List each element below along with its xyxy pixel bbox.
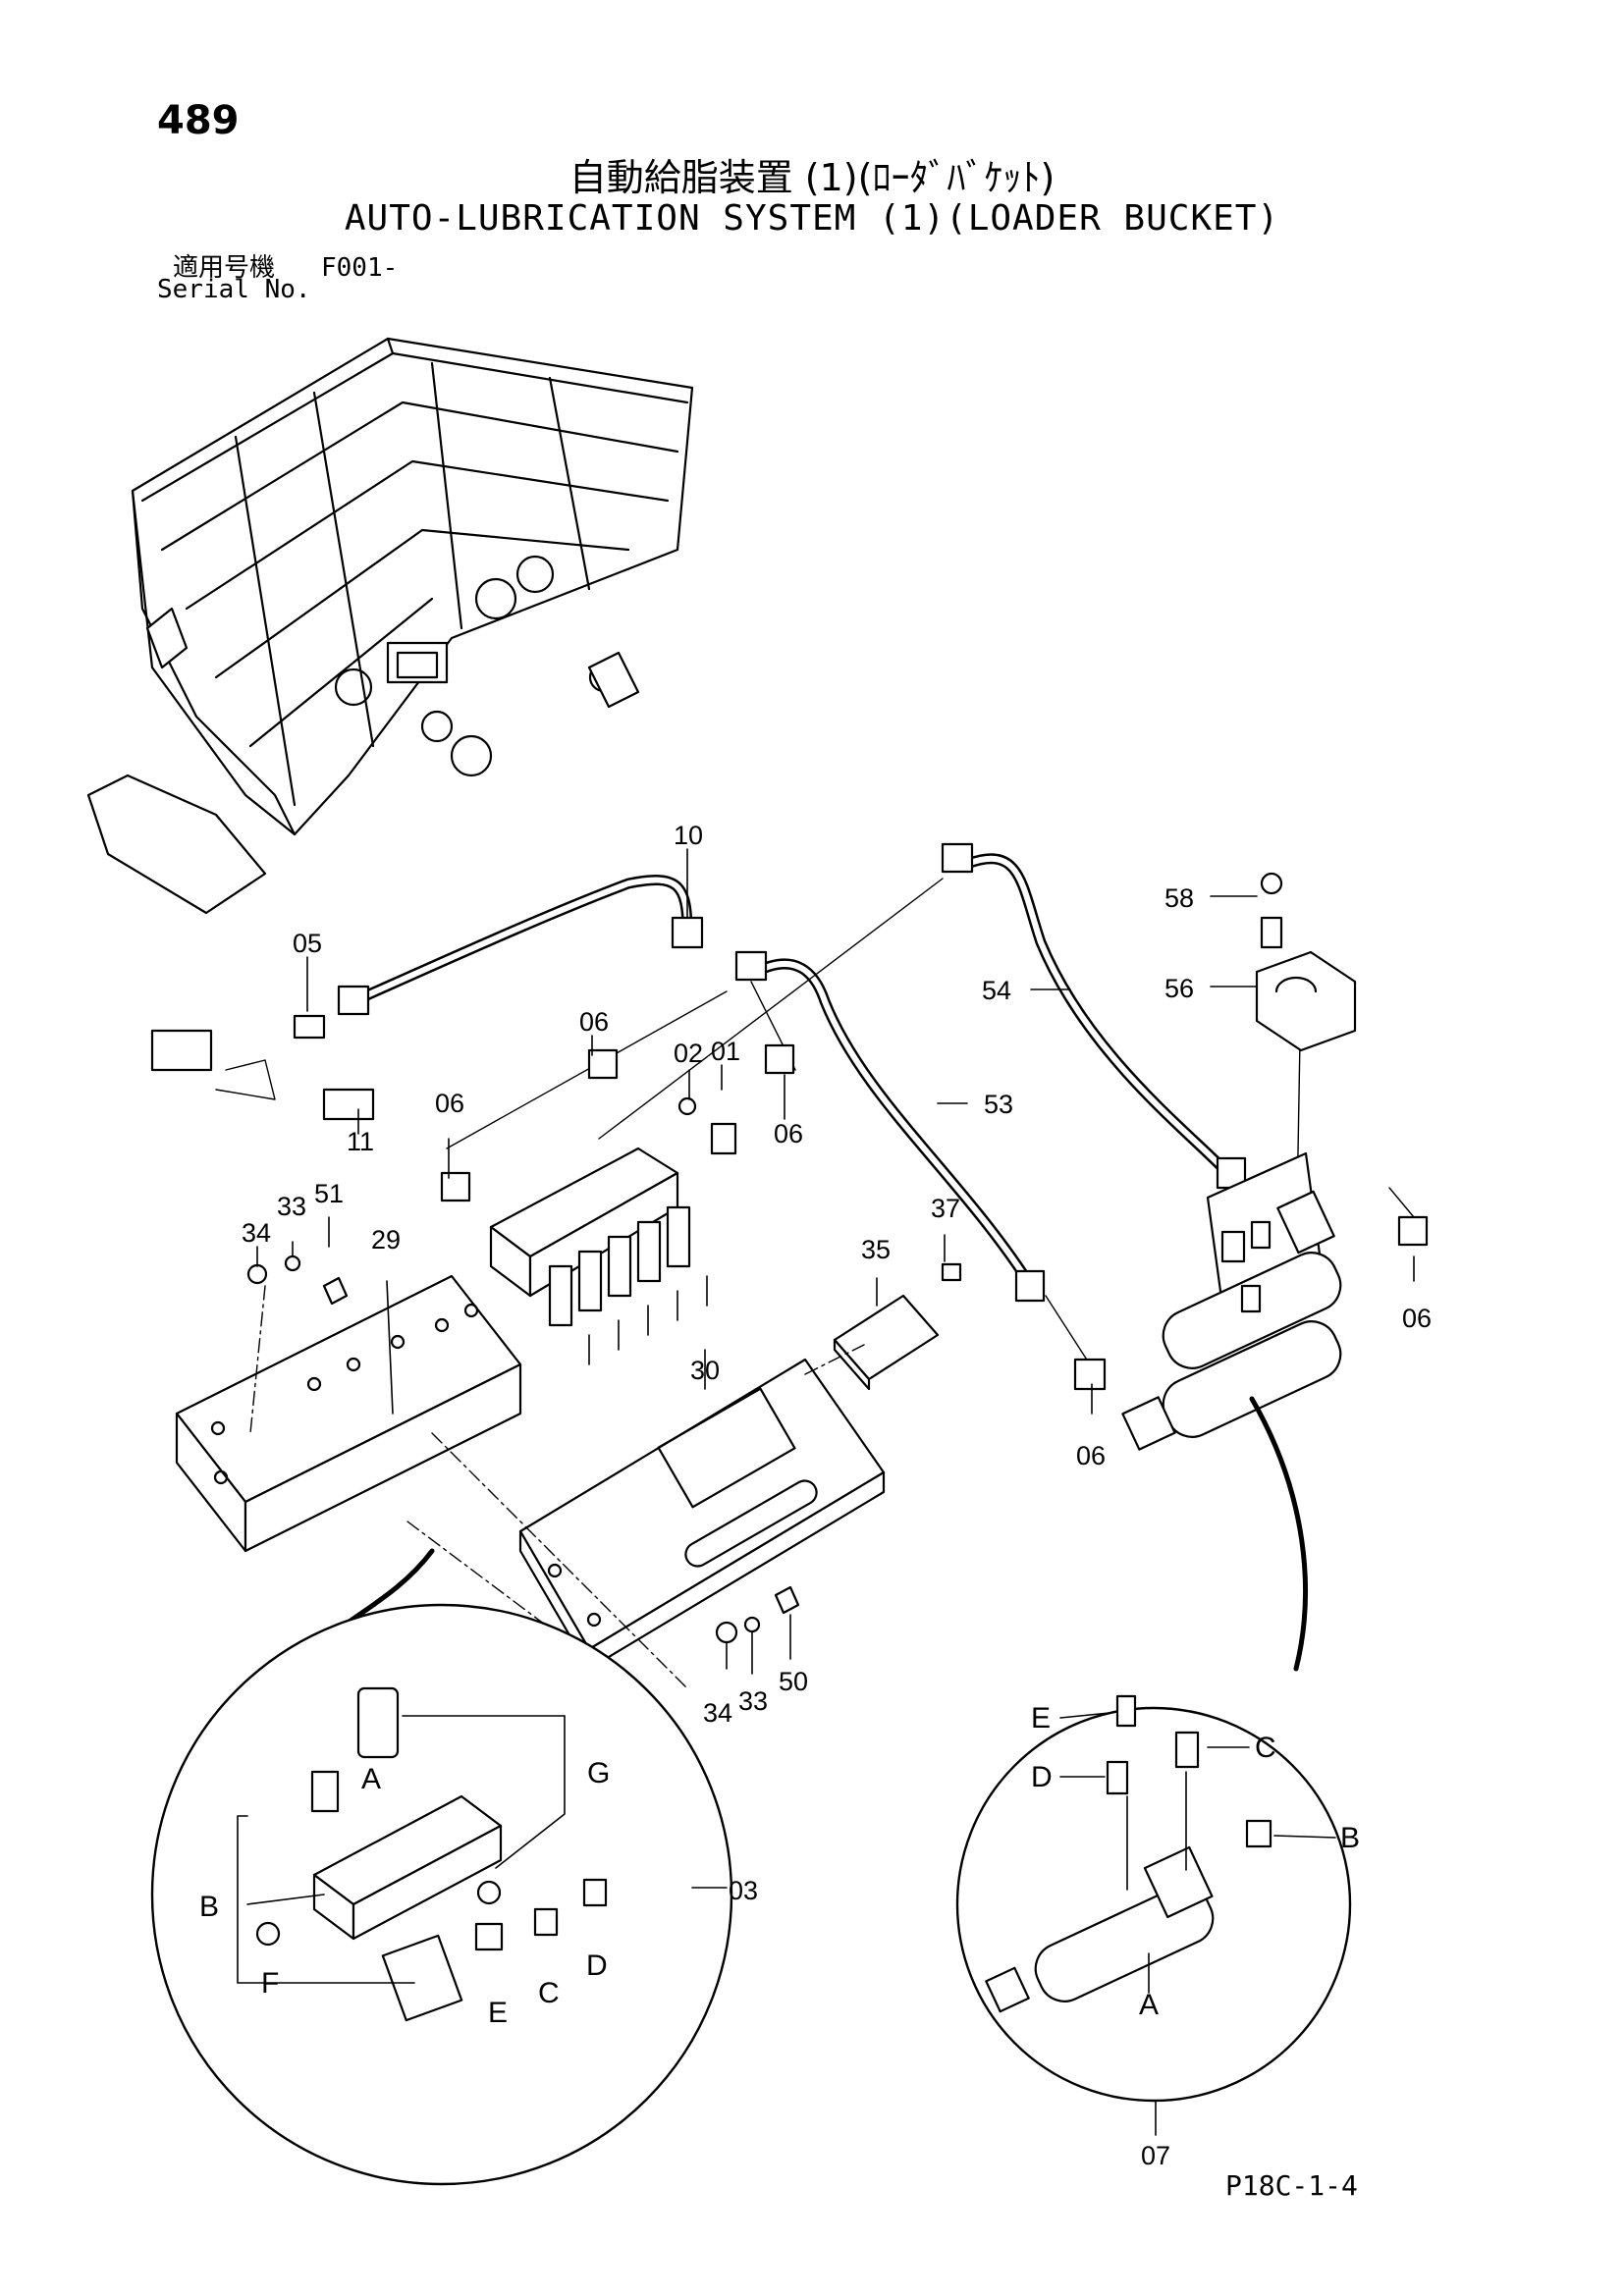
page-code: P18C-1-4 [1225, 2169, 1358, 2202]
part-number-labels: 05 10 11 06 06 01 02 06 53 54 58 56 06 0… [242, 821, 1432, 2170]
detail-left-B: B [199, 1891, 219, 1923]
hose-54 [734, 950, 1046, 1303]
title-japanese: 自動給脂装置 (1)(ﾛｰﾀﾞﾊﾞｹｯﾄ) [568, 156, 1056, 199]
detail-circle-07 [955, 1694, 1352, 2103]
label-53: 53 [984, 1090, 1013, 1119]
label-06-a: 06 [579, 1007, 609, 1037]
detail-right-B: B [1340, 1822, 1360, 1854]
label-50: 50 [779, 1667, 808, 1696]
plate-29 [175, 1274, 522, 1553]
detail-left-G: G [587, 1757, 610, 1789]
label-37: 37 [931, 1194, 960, 1223]
label-03: 03 [729, 1876, 758, 1905]
label-33-a: 33 [277, 1192, 306, 1221]
distributor-block [489, 1147, 708, 1365]
label-58: 58 [1164, 883, 1194, 913]
serial-line-japanese: 適用号機 F001- [173, 247, 398, 284]
detail-left-C: C [538, 1977, 560, 2009]
label-30: 30 [690, 1356, 720, 1385]
label-10: 10 [674, 821, 703, 850]
detail-left-E: E [488, 1997, 508, 2029]
leader-lines [256, 848, 1415, 2136]
detail-left-D: D [586, 1949, 608, 1982]
label-34-b: 34 [703, 1698, 732, 1728]
hose-53 [941, 842, 1247, 1190]
serial-value: F001- [320, 253, 399, 283]
detail-letters-left: A B C D E F G [199, 1757, 610, 2029]
label-11: 11 [347, 1127, 374, 1156]
serial-label-jp: 適用号機 [173, 253, 276, 283]
hose-10 [337, 875, 704, 1016]
detail-right-A: A [1139, 1989, 1159, 2021]
detail-right-E: E [1031, 1702, 1051, 1735]
label-34-a: 34 [242, 1218, 271, 1248]
detail-right-C: C [1255, 1732, 1276, 1764]
label-06-d: 06 [1402, 1304, 1432, 1333]
label-05: 05 [293, 929, 322, 958]
label-35: 35 [861, 1235, 891, 1264]
clamp-56 [1255, 950, 1357, 1052]
label-06-c: 06 [774, 1119, 803, 1148]
loader-bucket-illustration [86, 337, 694, 915]
detail-left-F: F [261, 1967, 279, 2000]
serial-label-en: Serial No. [157, 275, 311, 304]
label-56: 56 [1164, 974, 1194, 1003]
detail-letter-leaders [1059, 1712, 1336, 1994]
detail-letters-right: A B C D E [1031, 1702, 1360, 2021]
page-number: 489 [157, 98, 240, 143]
detail-circle-03 [150, 1603, 733, 2186]
label-33-b: 33 [738, 1686, 768, 1716]
label-54: 54 [982, 976, 1011, 1005]
label-02: 02 [674, 1039, 703, 1068]
plate-30 [518, 1358, 886, 1671]
detail-left-A: A [361, 1763, 381, 1795]
label-51: 51 [314, 1179, 344, 1208]
title-english: AUTO-LUBRICATION SYSTEM (1)(LOADER BUCKE… [344, 198, 1280, 239]
label-29: 29 [371, 1225, 401, 1255]
label-01: 01 [711, 1037, 740, 1066]
label-06-e: 06 [1076, 1441, 1106, 1470]
cylinder-assembly [1121, 1151, 1342, 1451]
label-07: 07 [1141, 2141, 1170, 2170]
plate-35 [833, 1294, 940, 1391]
detail-right-D: D [1031, 1761, 1053, 1793]
label-06-b: 06 [435, 1089, 464, 1118]
